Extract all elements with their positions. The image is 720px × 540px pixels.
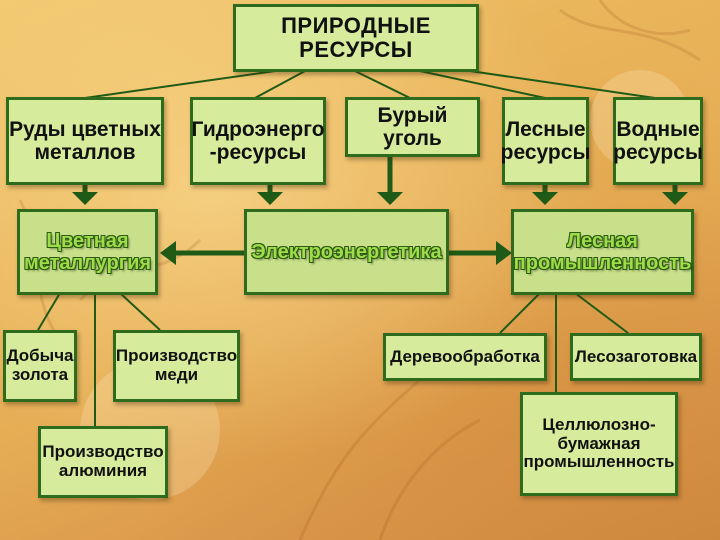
resource-label: Гидроэнерго -ресурсы [191, 117, 325, 164]
page-title: ПРИРОДНЫЕ РЕСУРСЫ [281, 12, 431, 62]
sub-label: Производство алюминия [42, 442, 164, 480]
sub-label: Деревообработка [390, 346, 540, 366]
industry-label: Лесная промышленность [513, 230, 692, 274]
sub-label: Производство меди [115, 346, 238, 384]
industry-power: Электроэнергетика [244, 209, 449, 295]
resource-water: Водные ресурсы [613, 97, 703, 185]
industry-forestry: Лесная промышленность [511, 209, 694, 295]
sub-aluminium-production: Производство алюминия [38, 426, 168, 498]
industry-label: Электроэнергетика [251, 241, 442, 263]
sub-pulp-paper: Целлюлозно- бумажная промышленность [520, 392, 678, 496]
sub-gold-mining: Добыча золота [3, 330, 77, 402]
sub-copper-production: Производство меди [113, 330, 240, 402]
sub-label: Добыча золота [6, 346, 74, 384]
resource-label: Руды цветных металлов [9, 117, 161, 164]
sub-woodworking: Деревообработка [383, 333, 547, 381]
resource-forest: Лесные ресурсы [500, 97, 591, 185]
title-box: ПРИРОДНЫЕ РЕСУРСЫ [233, 4, 479, 72]
resource-label: Водные ресурсы [613, 117, 703, 164]
sub-label: Целлюлозно- бумажная промышленность [523, 414, 675, 472]
resource-brown-coal: Бурый уголь [345, 97, 480, 157]
resource-hydropower: Гидроэнерго -ресурсы [190, 97, 326, 185]
resource-label: Бурый уголь [377, 103, 448, 150]
resource-nonferrous-ores: Руды цветных металлов [6, 97, 164, 185]
industry-label: Цветная металлургия [23, 230, 152, 274]
sub-logging: Лесозаготовка [570, 333, 702, 381]
industry-nonferrous-metallurgy: Цветная металлургия [17, 209, 158, 295]
resource-label: Лесные ресурсы [500, 117, 591, 164]
sub-label: Лесозаготовка [574, 346, 698, 366]
